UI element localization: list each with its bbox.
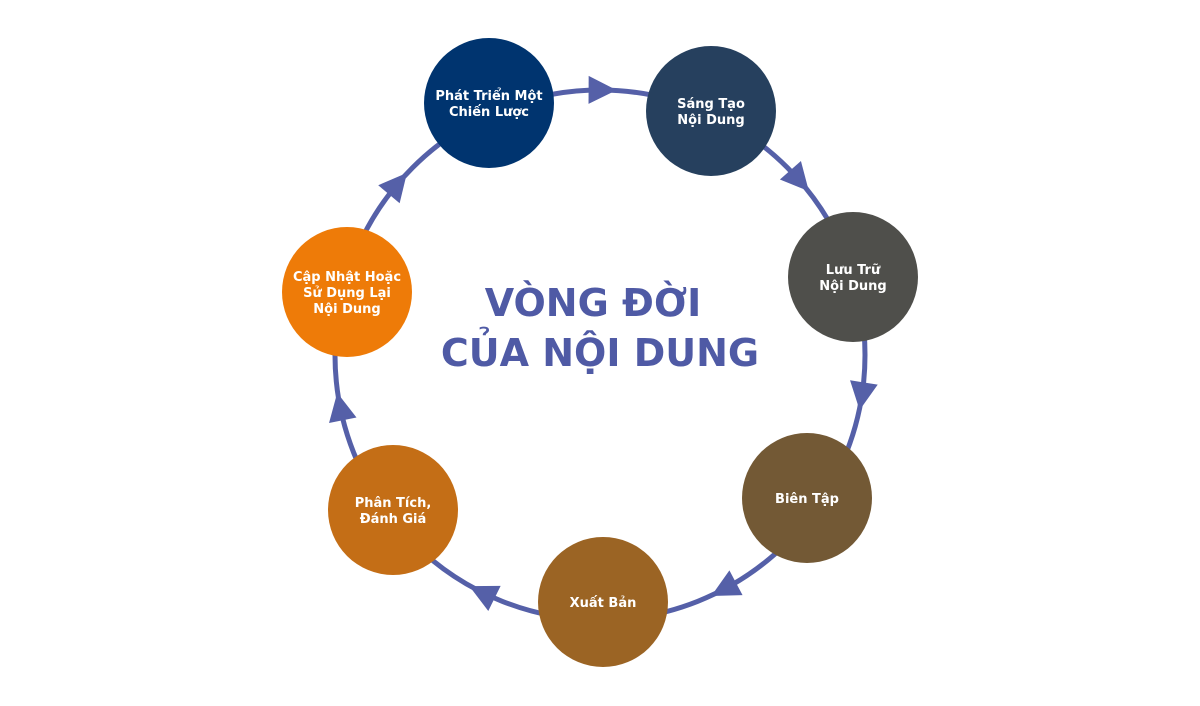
- cycle-arrow-7: [378, 172, 407, 204]
- stage-label-line: Biên Tập: [775, 492, 839, 507]
- stage-label-line: Nội Dung: [677, 113, 744, 128]
- stage-node-bien-tap: Biên Tập: [742, 433, 872, 563]
- cycle-arrow-3: [850, 380, 878, 411]
- stage-label-line: Phân Tích,: [355, 496, 432, 511]
- stage-circle: [788, 212, 918, 342]
- stage-label-line: Sử Dụng Lại: [303, 286, 391, 301]
- cycle-arrow-1: [588, 75, 617, 104]
- stage-circle: [282, 227, 412, 357]
- stage-label-line: Cập Nhật Hoặc: [293, 270, 401, 285]
- stage-circle: [424, 38, 554, 168]
- cycle-arrow-5: [469, 585, 501, 612]
- stage-label-line: Xuất Bản: [570, 596, 637, 611]
- stage-node-xuat-ban: Xuất Bản: [538, 537, 668, 667]
- stage-label-line: Lưu Trữ: [826, 263, 881, 278]
- stage-label-line: Phát Triển Một: [435, 88, 542, 104]
- stage-circle: [646, 46, 776, 176]
- stage-circle: [538, 537, 668, 667]
- diagram-title-line-1: VÒNG ĐỜI: [485, 281, 701, 325]
- stage-circle: [742, 433, 872, 563]
- stage-label-line: Nội Dung: [313, 302, 380, 317]
- stage-label-line: Nội Dung: [819, 279, 886, 294]
- diagram-title-line-2: CỦA NỘI DUNG: [441, 327, 759, 375]
- cycle-arrow-2: [779, 160, 809, 192]
- stage-label-line: Đánh Giá: [360, 512, 427, 527]
- stage-label-line: Chiến Lược: [449, 105, 529, 120]
- stage-label-line: Sáng Tạo: [677, 97, 745, 112]
- cycle-arrow-4: [711, 570, 743, 596]
- stage-node-phan-tich-danh-gia: Phân Tích,Đánh Giá: [328, 445, 458, 575]
- stage-circle: [328, 445, 458, 575]
- cycle-arrow-6: [329, 392, 357, 424]
